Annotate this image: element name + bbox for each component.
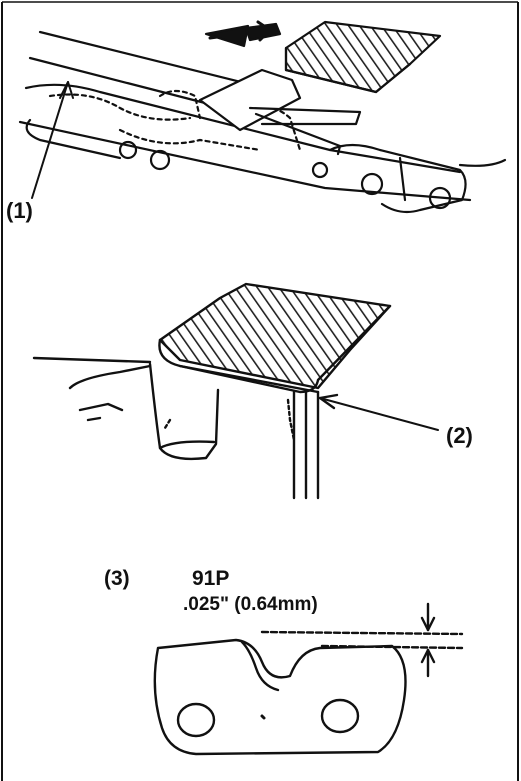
callout-label-2: (2): [446, 423, 473, 448]
chain-model-label: 91P: [192, 567, 230, 590]
panel-3-depth-gauge-profile: [153, 602, 464, 756]
callout-label-3: (3): [104, 567, 130, 590]
callout-label-1: (1): [6, 198, 33, 223]
panel-2-file-on-cutter: [32, 282, 439, 500]
depth-clearance-label: .025" (0.64mm): [183, 594, 318, 615]
panel-1-chain-with-file-guide: [18, 20, 507, 214]
